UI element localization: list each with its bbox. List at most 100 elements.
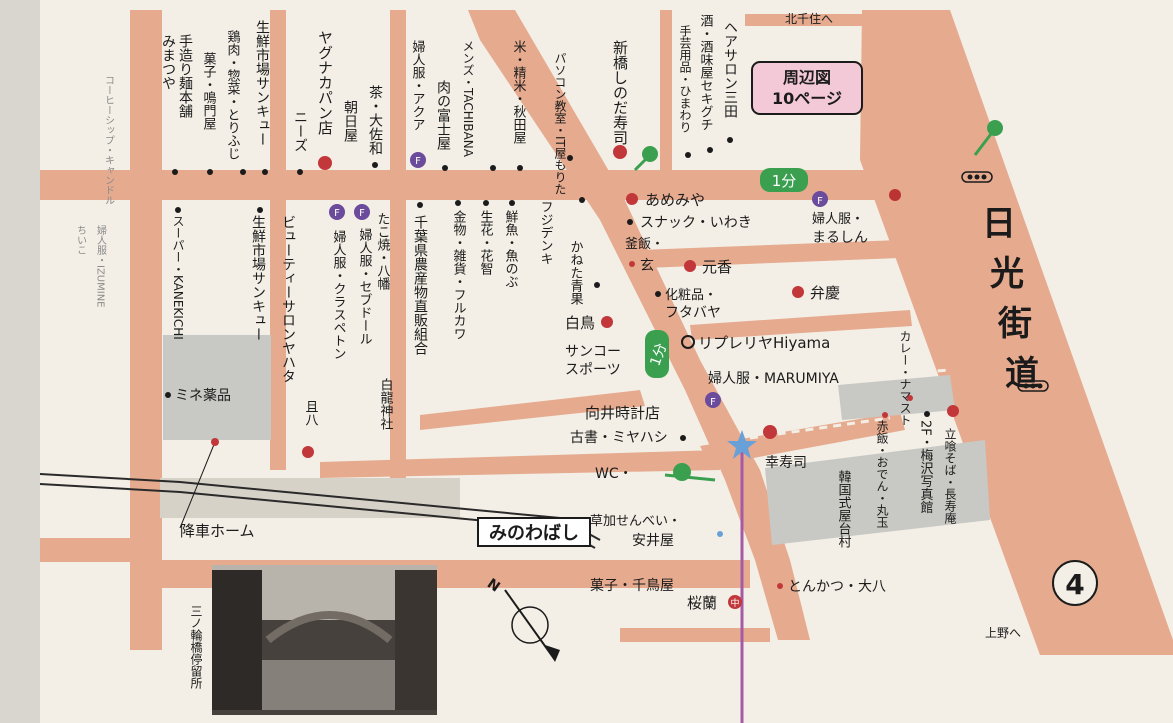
shop-toriniku: 鶏肉・惣菜・とりふじ [225, 30, 241, 160]
dashed-segments [165, 368, 951, 445]
callout-line-1: 周辺図 [783, 68, 831, 87]
badge-kuraseton-f: F [334, 208, 340, 219]
badge-marumiya-f: F [710, 397, 716, 408]
shop-fujinfuku-sebdoll: 婦人服・セブドール [357, 227, 373, 345]
dot-j [567, 155, 573, 161]
marker-riplerie [681, 335, 695, 349]
station-star [727, 430, 757, 459]
road-mid-right [640, 240, 900, 268]
badge-akua-f: F [415, 156, 421, 167]
shop-beauty-yahata: ビューティーサロンヤハタ [280, 215, 296, 383]
shop-seisen-sankyu-top: 生鮮市場サンキュー [254, 20, 270, 146]
label-kita-senju: 北千住へ [785, 12, 833, 26]
left-edge-2: ちいこ [75, 225, 86, 255]
walk-time-a: 1分 [772, 172, 797, 190]
road-network [40, 10, 1173, 655]
shop-yaguna-pan: ヤグナカパン店 [316, 30, 334, 135]
road-shopping-street [468, 10, 810, 640]
dot-bar-1 [961, 171, 993, 183]
dot-c [240, 169, 246, 175]
route-dots [961, 171, 1049, 392]
photo-building-left [212, 570, 262, 710]
dot-e [297, 169, 303, 175]
dot-1b [974, 174, 980, 180]
marker-genko [684, 260, 696, 272]
kosha-pointer [179, 441, 216, 529]
shop-curry-namaste: カレー・ナマスト [898, 330, 912, 426]
pin-stem-3 [664, 473, 716, 482]
shop-marushin-1: 婦人服・ [812, 211, 864, 227]
dot-n [175, 207, 181, 213]
building-blocks [160, 335, 990, 715]
shop-hakucho: 白鳥 [565, 314, 595, 332]
shop-marushin-2: まるしん [812, 230, 868, 246]
shop-kaneta-seika: かねた青果 [568, 240, 584, 305]
walk-badge-a-bg [760, 168, 808, 192]
shop-sanko-1: サンコー [565, 344, 621, 360]
shop-keshohin-2: フタバヤ [665, 305, 721, 321]
dot-q [455, 200, 461, 206]
shop-wc: WC・ [595, 466, 633, 482]
shop-kamameshi-2: 玄 [640, 257, 654, 274]
dot-b [207, 169, 213, 175]
shop-snack-iwaki: スナック・いわき [640, 215, 752, 231]
shop-benkei: 弁慶 [810, 284, 840, 302]
shop-tonkatsu-ohachi: とんかつ・大八 [788, 579, 886, 595]
road-left-lower [40, 538, 150, 562]
badge-akua [410, 152, 426, 168]
shop-seika-hanatomo: 生花・花智 [478, 210, 494, 275]
road-bottom-diagonal [320, 450, 720, 478]
shop-hair-sanda: ヘアサロン三田 [722, 20, 738, 118]
pin-2 [642, 146, 658, 162]
dot-h [490, 165, 496, 171]
shop-kankoku-yataimura: 韓国式屋台村 [836, 470, 852, 548]
badge-marumiya [705, 392, 721, 408]
dot-1c [981, 174, 987, 180]
badge-sebdoll [354, 204, 370, 220]
shop-sanko-2: スポーツ [565, 362, 621, 378]
dot-a [172, 169, 178, 175]
shop-niizu: ニーズ [292, 110, 308, 152]
shop-soka-senbei: 草加せんべい・ [590, 514, 681, 529]
marker-amemiya [626, 193, 638, 205]
dot-keshohin [655, 291, 661, 297]
dot-bar-2 [1017, 380, 1049, 392]
walk-badge-b-bg [645, 330, 669, 378]
shop-sengyo-uonobu: 鮮魚・魚のぶ [503, 210, 519, 288]
compass-arrow [545, 645, 560, 662]
dot-g [442, 165, 448, 171]
dot-p [417, 202, 423, 208]
marker-kojuji [763, 425, 777, 439]
dot-2b [1030, 383, 1036, 389]
route-4-badge [1052, 560, 1098, 606]
shop-kosho-miyahashi: 古書・ミヤハシ [570, 430, 668, 446]
label-ueno: 上野へ [985, 626, 1021, 640]
left-edge-3: コーヒーシップ・キャンドル [103, 75, 115, 205]
compass-axis [504, 589, 556, 661]
shop-fuji-denki: フジデンキ [538, 200, 553, 265]
shop-mine-yakuhin: ミネ薬品 [175, 388, 231, 404]
dot-miyahashi [680, 435, 686, 441]
dot-i [517, 165, 523, 171]
shop-keshohin-1: 化粧品・ [665, 288, 717, 303]
shuhenzu-callout[interactable]: 周辺図 10ページ [751, 61, 863, 115]
shop-genko: 元香 [702, 258, 732, 276]
dot-2c [1037, 383, 1043, 389]
shop-tanpachi: 且八 [303, 400, 319, 426]
shop-sekihan-marutama: 赤飯・おでん・丸玉 [875, 420, 889, 528]
shop-niku-fujiya: 肉の富士屋 [435, 80, 451, 151]
compass-circle [511, 606, 549, 644]
shop-ouran: 桜蘭 [687, 594, 717, 612]
marker-tanpachi [302, 446, 314, 458]
road-vertical-2 [270, 10, 286, 470]
walk-time-badge-b: 1分 [645, 330, 670, 378]
shop-chiba-nosan: 千葉県農産物直販組合 [412, 215, 428, 355]
road-bottom-2 [620, 628, 770, 642]
badge-sebdoll-f: F [359, 208, 365, 219]
photo-street [262, 660, 395, 710]
shop-kanamono-furukawa: 金物・雑貨・フルカワ [451, 209, 467, 340]
shop-kashi-narutoya: 菓子・鳴門屋 [201, 52, 217, 131]
photo-building-right [395, 570, 437, 710]
shop-hakuryu-jinja: 白龍神社 [378, 377, 394, 430]
shop-mimatsuya: みまつや [160, 34, 176, 90]
